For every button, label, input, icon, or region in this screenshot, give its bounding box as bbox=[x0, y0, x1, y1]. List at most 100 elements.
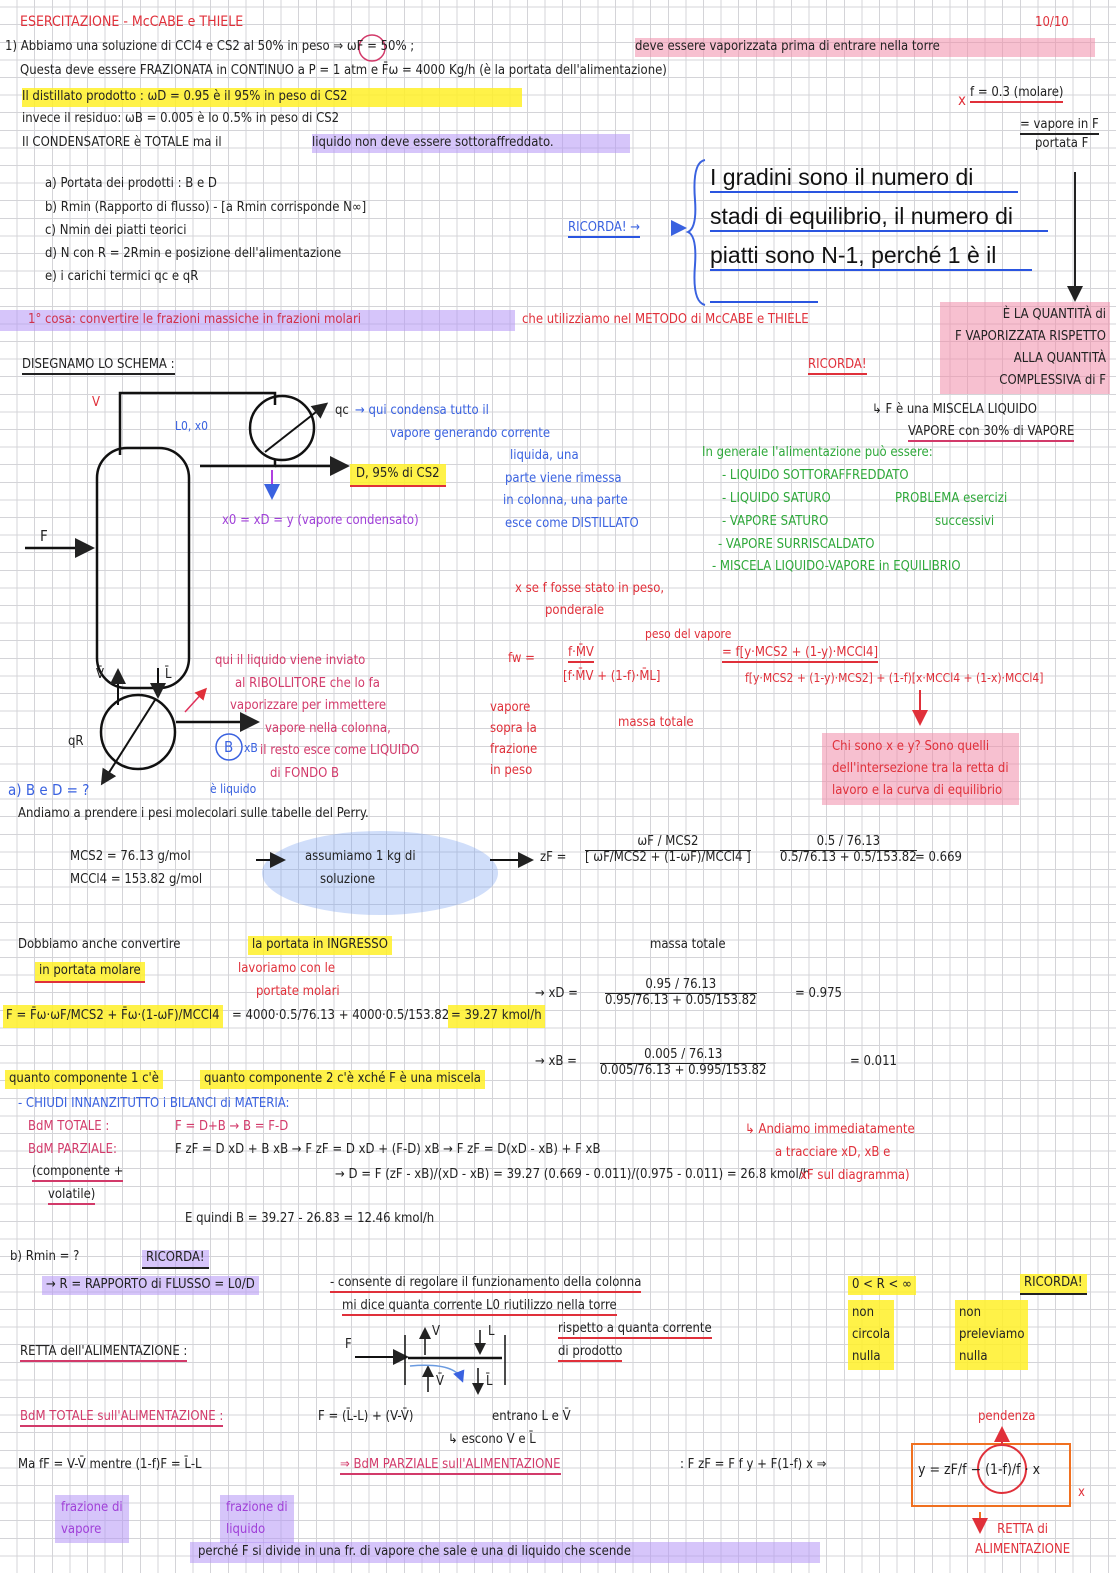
fraz-liquido: frazione di liquido bbox=[220, 1495, 294, 1543]
convert-1: Dobbiamo anche convertire bbox=[18, 937, 181, 952]
zf-den: [ ωF/MCS2 + (1-ωF)/MCCl4 ] bbox=[585, 849, 751, 865]
task-b: b) Rmin (Rapporto di flusso) - [a Rmin c… bbox=[45, 200, 367, 215]
note-line: Chi sono x e y? Sono quelli bbox=[832, 739, 990, 754]
note-line: vapore nella colonna, bbox=[265, 720, 391, 736]
page-date: 10/10 bbox=[1035, 15, 1069, 30]
feed-intro: In generale l'alimentazione può essere: bbox=[702, 445, 933, 460]
reboiler-icon bbox=[99, 693, 177, 771]
non-circola: non circola nulla bbox=[848, 1300, 895, 1370]
xd-note: x0 = xD = y (vapore condensato) bbox=[222, 513, 419, 528]
feed-L: L bbox=[488, 1324, 495, 1339]
bdm-total: F = D+B → B = F-D bbox=[175, 1119, 289, 1134]
retta-alimentazione: RETTA dell'ALIMENTAZIONE : bbox=[20, 1344, 188, 1362]
label-qR: qR bbox=[68, 734, 84, 749]
comp-2: volatile) bbox=[48, 1187, 96, 1205]
f-def-num: = vapore in F bbox=[1020, 117, 1099, 135]
label-D: D, 95% di CS2 bbox=[350, 464, 446, 487]
f-value: f = 0.3 (molare) bbox=[970, 85, 1064, 103]
f-def-den: portata F bbox=[1035, 136, 1089, 151]
trace-note: ↳ Andiamo immediatamente a tracciare xD,… bbox=[745, 1118, 915, 1187]
f-explain-line: ALLA QUANTITÀ bbox=[1013, 351, 1106, 366]
task-d: d) N con R = 2Rmin e posizione dell'alim… bbox=[45, 246, 342, 261]
schema-ricorda: RICORDA! bbox=[808, 357, 867, 375]
note-line: ALIMENTAZIONE bbox=[975, 1542, 1071, 1557]
xb-label: → xB = bbox=[535, 1054, 577, 1069]
R-note-4: di prodotto bbox=[558, 1344, 623, 1362]
lav-2: portate molari bbox=[256, 984, 340, 999]
note-line: nulla bbox=[852, 1349, 881, 1364]
zf-num2: 0.5 / 76.13 bbox=[780, 834, 917, 851]
zf-value: = 0.669 bbox=[915, 850, 962, 865]
note-line: frazione di bbox=[61, 1500, 123, 1515]
zf-num: ωF / MCS2 bbox=[585, 834, 751, 851]
note-line: RETTA di bbox=[997, 1522, 1049, 1537]
assume-1: assumiamo 1 kg di bbox=[305, 849, 416, 864]
pendenza: pendenza bbox=[978, 1409, 1036, 1424]
escono: ↳ escono V e L̄ bbox=[448, 1432, 536, 1447]
f-explain-line: F VAPORIZZATA RISPETTO bbox=[955, 329, 1106, 344]
fraz-vapore: frazione di vapore bbox=[55, 1495, 129, 1543]
xd-num: 0.95 / 76.13 bbox=[605, 977, 757, 994]
problem-line-5-highlight: liquido non deve essere sottoraffreddato… bbox=[312, 134, 630, 153]
entrano: entrano L e V̄ bbox=[492, 1409, 571, 1424]
note-line: liquida, una bbox=[510, 448, 579, 463]
massa-totale: massa totale bbox=[618, 715, 694, 730]
note-line: vaporizzare per immettere bbox=[230, 698, 387, 713]
label-F: F bbox=[40, 527, 48, 545]
feed-line-equation: y = zF/f − (1-f)/f · x bbox=[918, 1462, 1041, 1478]
f-mix-1: ↳ F è una MISCELA LIQUIDO bbox=[872, 402, 1038, 417]
R-definition: → R = RAPPORTO di FLUSSO = L0/D bbox=[42, 1276, 259, 1295]
ma-relation: Ma fF = V-V̄ mentre (1-f)F = L̄-L bbox=[18, 1457, 202, 1472]
balances-title: - CHIUDI INNANZITUTTO i BILANCI di MATER… bbox=[18, 1096, 290, 1111]
note-line: ↳ Andiamo immediatamente bbox=[745, 1122, 915, 1137]
note-line: qui il liquido viene inviato bbox=[215, 653, 366, 668]
note-line: vapore bbox=[490, 700, 531, 715]
weight-intro: ponderale bbox=[545, 603, 605, 618]
note-line: → qui condensa tutto il bbox=[355, 403, 489, 418]
F-numeric: = 4000·0.5/76.13 + 4000·0.5/153.82 bbox=[232, 1008, 450, 1023]
label-Vbar: V̄ bbox=[96, 667, 104, 682]
zf-den2: 0.5/76.13 + 0.5/153.82 bbox=[780, 849, 917, 865]
banner-purple: 1° cosa: convertire le frazioni massiche… bbox=[0, 310, 515, 331]
note-line: non bbox=[852, 1305, 874, 1320]
feed-V: V bbox=[432, 1324, 440, 1339]
R-range: 0 < R < ∞ bbox=[848, 1276, 916, 1295]
f-explain-box: È LA QUANTITÀ di F VAPORIZZATA RISPETTO … bbox=[940, 302, 1110, 394]
bdm-partial-label: BdM PARZIALE: bbox=[28, 1142, 117, 1157]
note-line: nulla bbox=[959, 1349, 988, 1364]
remember-label: RICORDA! → bbox=[568, 220, 641, 238]
note-line: lavoro e la curva di equilibrio bbox=[832, 783, 1003, 798]
fw-num: f·M̄V bbox=[568, 645, 594, 663]
problem-line-4: invece il residuo: ωB = 0.005 è lo 0.5% … bbox=[22, 111, 340, 126]
zf-fraction: ωF / MCS2[ ωF/MCS2 + (1-ωF)/MCCl4 ] bbox=[585, 834, 751, 866]
condenser-icon bbox=[248, 394, 316, 462]
f-explain-line: È LA QUANTITÀ di bbox=[1002, 307, 1106, 322]
label-B: B bbox=[224, 738, 234, 756]
zf-label: zF = bbox=[540, 850, 567, 865]
feed-note: PROBLEMA esercizi bbox=[895, 491, 1008, 506]
note-line: preleviamo bbox=[959, 1327, 1025, 1342]
note-line: dell'intersezione tra la retta di bbox=[832, 761, 1009, 776]
note-line: frazione di bbox=[226, 1500, 288, 1515]
comp-1: (componente + bbox=[32, 1164, 124, 1182]
highlight-ellipse bbox=[262, 831, 498, 915]
R-note-3: rispetto a quanta corrente bbox=[558, 1321, 712, 1339]
assume-2: soluzione bbox=[320, 872, 376, 887]
bdm-tot-alim: BdM TOTALE sull'ALIMENTAZIONE : bbox=[20, 1409, 224, 1427]
task-a: a) Portata dei prodotti : B e D bbox=[45, 176, 217, 191]
feed-type: - VAPORE SATURO bbox=[722, 514, 829, 529]
remember-line-2: stadi di equilibrio, il numero di bbox=[710, 203, 1013, 229]
brace-icon bbox=[685, 159, 706, 306]
perche-note: perché F si divide in una fr. di vapore … bbox=[190, 1542, 820, 1563]
feed-type: - LIQUIDO SATURO bbox=[722, 491, 831, 506]
b-liquid: è liquido bbox=[210, 782, 257, 796]
R-note-2: mi dice quanta corrente L0 riutilizzo ne… bbox=[342, 1298, 617, 1316]
note-line: in peso bbox=[490, 763, 533, 778]
D-equation: → D = F (zF - xB)/(xD - xB) = 39.27 (0.6… bbox=[335, 1167, 811, 1182]
F-equation: F = F̄ω·ωF/MCS2 + F̄ω·(1-ωF)/MCCl4 bbox=[3, 1005, 223, 1028]
label-qc: qc bbox=[335, 403, 349, 418]
note-line: a tracciare xD, xB e bbox=[775, 1145, 891, 1160]
label-V: V bbox=[92, 395, 100, 410]
non-preleviamo: non preleviamo nulla bbox=[955, 1300, 1029, 1370]
